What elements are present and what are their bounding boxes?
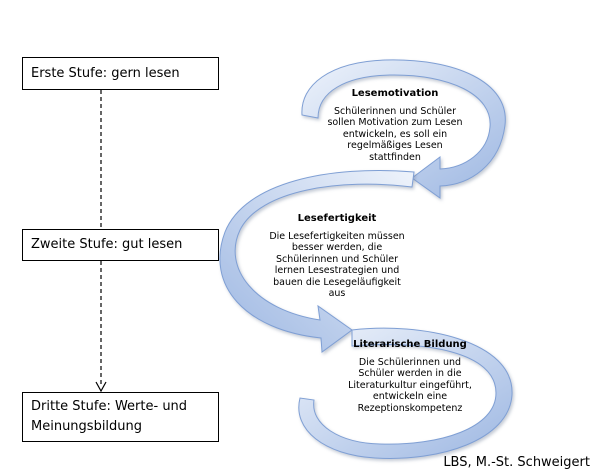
loop-body-lesefertigkeit: Die Lesefertigkeiten müssen besser werde… bbox=[269, 230, 405, 300]
loop-body-lesemotivation: Schülerinnen und Schüler sollen Motivati… bbox=[327, 105, 463, 163]
loop-text-literarische-bildung: Literarische Bildung Die Schülerinnen un… bbox=[335, 339, 485, 414]
author-caption: LBS, M.-St. Schweigert bbox=[443, 455, 590, 470]
loop-body-literarische-bildung: Die Schülerinnen und Schüler werden in d… bbox=[348, 356, 472, 414]
loop-heading-literarische-bildung: Literarische Bildung bbox=[353, 339, 467, 350]
loop-text-lesemotivation: Lesemotivation Schülerinnen und Schüler … bbox=[320, 88, 470, 163]
loop-heading-lesemotivation: Lesemotivation bbox=[351, 88, 439, 99]
stage-box-2: Zweite Stufe: gut lesen bbox=[22, 229, 219, 261]
stage-label-2: Zweite Stufe: gut lesen bbox=[31, 237, 183, 252]
loop-text-lesefertigkeit: Lesefertigkeit Die Lesefertigkeiten müss… bbox=[262, 213, 412, 300]
loop-arrow-literarische-bildung bbox=[298, 327, 513, 459]
connector-arrowhead bbox=[95, 381, 107, 393]
loop-arrow-lesemotivation bbox=[301, 59, 506, 199]
loop-heading-lesefertigkeit: Lesefertigkeit bbox=[297, 213, 377, 224]
stage-label-1: Erste Stufe: gern lesen bbox=[31, 66, 180, 81]
stage-box-3: Dritte Stufe: Werte- und Meinungsbildung bbox=[22, 392, 219, 442]
stage-label-3: Dritte Stufe: Werte- und Meinungsbildung bbox=[31, 399, 188, 434]
stage-box-1: Erste Stufe: gern lesen bbox=[22, 57, 219, 90]
loop-arrow-lesefertigkeit bbox=[219, 170, 415, 353]
